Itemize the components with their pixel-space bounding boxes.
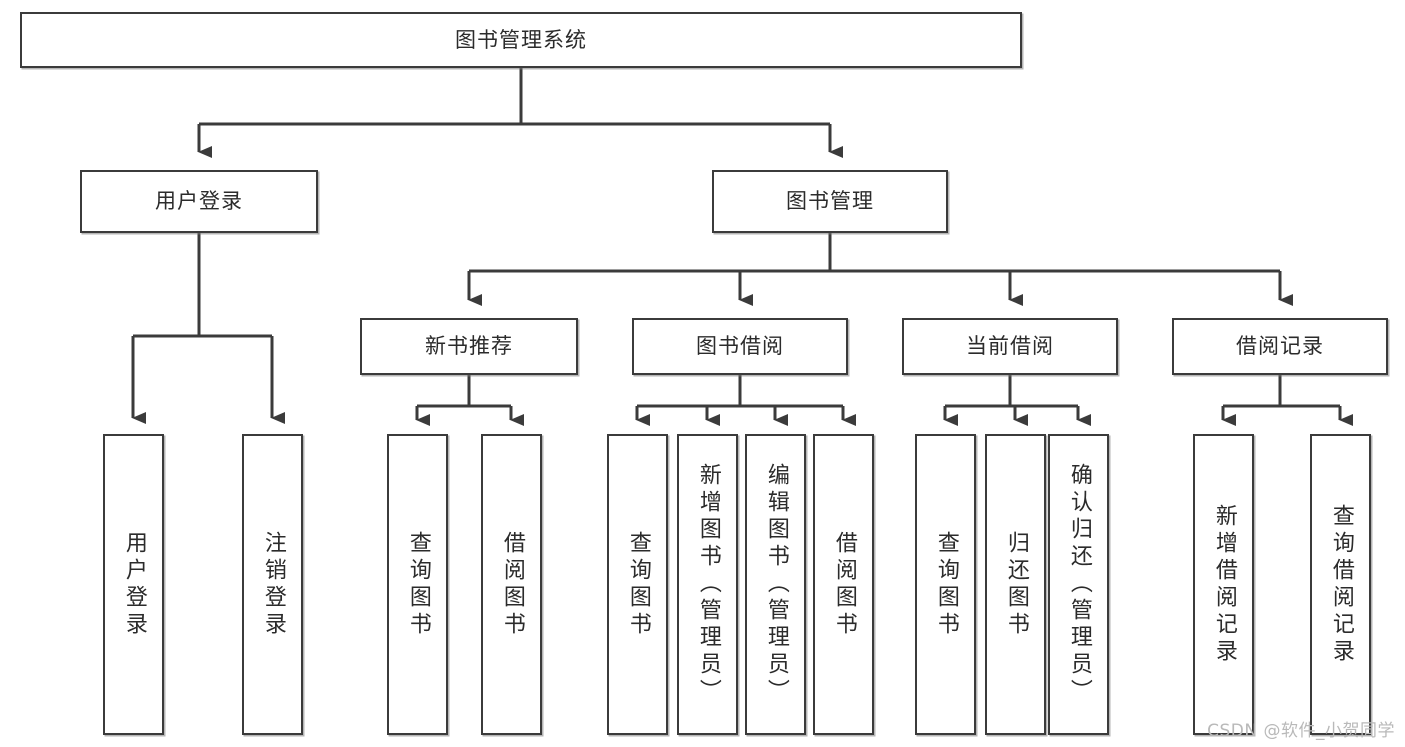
node-label: 新增借阅记录 bbox=[1211, 503, 1237, 666]
leaf-newbook-query-book[interactable]: 查询图书 bbox=[387, 434, 448, 735]
node-label: 查询借阅记录 bbox=[1328, 503, 1354, 666]
node-label: 编辑图书（管理员） bbox=[763, 463, 789, 706]
node-label: 新增图书（管理员） bbox=[695, 463, 721, 706]
leaf-borrow-query-book[interactable]: 查询图书 bbox=[607, 434, 668, 735]
node-label: 新书推荐 bbox=[425, 334, 513, 359]
node-label: 借阅图书 bbox=[499, 530, 525, 639]
leaf-borrow-edit-book[interactable]: 编辑图书（管理员） bbox=[745, 434, 806, 735]
node-label: 注销登录 bbox=[260, 530, 286, 639]
node-label: 借阅图书 bbox=[831, 530, 857, 639]
node-label: 借阅记录 bbox=[1236, 334, 1324, 359]
node-label: 图书管理系统 bbox=[455, 27, 587, 52]
leaf-user-login-logout[interactable]: 注销登录 bbox=[242, 434, 303, 735]
node-label: 图书借阅 bbox=[696, 334, 784, 359]
leaf-record-query-record[interactable]: 查询借阅记录 bbox=[1310, 434, 1371, 735]
node-label: 图书管理 bbox=[786, 189, 874, 214]
node-label: 查询图书 bbox=[625, 530, 651, 639]
node-book-management[interactable]: 图书管理 bbox=[712, 170, 948, 233]
csdn-watermark: CSDN @软件_小贺同学 bbox=[1207, 721, 1395, 741]
node-label: 当前借阅 bbox=[966, 334, 1054, 359]
node-book-borrow[interactable]: 图书借阅 bbox=[632, 318, 848, 375]
node-new-book-recommend[interactable]: 新书推荐 bbox=[360, 318, 578, 375]
node-label: 用户登录 bbox=[121, 530, 147, 639]
leaf-record-add-record[interactable]: 新增借阅记录 bbox=[1193, 434, 1254, 735]
node-root-system[interactable]: 图书管理系统 bbox=[20, 12, 1022, 68]
node-label: 归还图书 bbox=[1003, 530, 1029, 639]
leaf-current-query-book[interactable]: 查询图书 bbox=[915, 434, 976, 735]
leaf-current-confirm-return[interactable]: 确认归还（管理员） bbox=[1048, 434, 1109, 735]
node-label: 查询图书 bbox=[933, 530, 959, 639]
node-current-borrow[interactable]: 当前借阅 bbox=[902, 318, 1118, 375]
leaf-user-login-login[interactable]: 用户登录 bbox=[103, 434, 164, 735]
node-label: 用户登录 bbox=[155, 189, 243, 214]
node-label: 查询图书 bbox=[405, 530, 431, 639]
leaf-current-return-book[interactable]: 归还图书 bbox=[985, 434, 1046, 735]
leaf-borrow-borrow-book[interactable]: 借阅图书 bbox=[813, 434, 874, 735]
node-user-login[interactable]: 用户登录 bbox=[80, 170, 318, 233]
leaf-newbook-borrow-book[interactable]: 借阅图书 bbox=[481, 434, 542, 735]
leaf-borrow-add-book[interactable]: 新增图书（管理员） bbox=[677, 434, 738, 735]
node-borrow-record[interactable]: 借阅记录 bbox=[1172, 318, 1388, 375]
node-label: 确认归还（管理员） bbox=[1066, 463, 1092, 706]
